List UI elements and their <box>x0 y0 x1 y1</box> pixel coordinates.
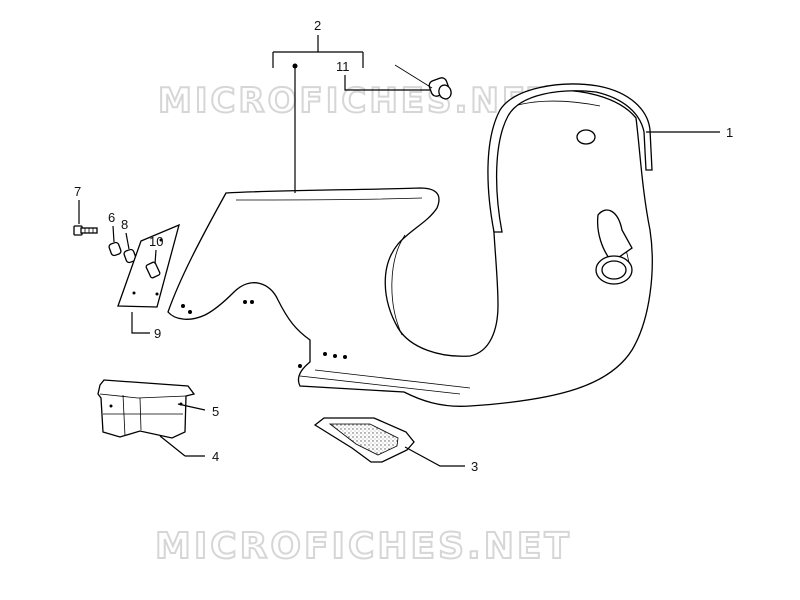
rim-trim-part <box>487 83 653 233</box>
callout-4-label: 4 <box>212 449 219 464</box>
watermark-bottom: MICROFICHES.NET <box>155 526 572 567</box>
callout-11-label: 11 <box>336 59 350 74</box>
glovebox-part <box>97 379 196 439</box>
callout-7-label: 7 <box>74 184 81 199</box>
floor-mat-part <box>313 417 415 463</box>
clip-part <box>145 261 161 279</box>
nut-part <box>123 248 137 264</box>
watermark-top: MICROFICHES.NET <box>158 81 554 121</box>
callout-3-label: 3 <box>471 459 478 474</box>
washer-part <box>108 241 122 257</box>
callout-9-label: 9 <box>154 326 161 341</box>
callout-10-label: 10 <box>149 234 163 249</box>
rubber-plug-part <box>428 77 452 100</box>
callout-2-label: 2 <box>314 18 321 33</box>
callout-5-label: 5 <box>212 404 219 419</box>
callout-6-label: 6 <box>108 210 115 225</box>
body-frame-part <box>167 89 653 407</box>
callout-1-label: 1 <box>726 125 733 140</box>
bolt-part <box>73 225 98 236</box>
callout-8-label: 8 <box>121 217 128 232</box>
